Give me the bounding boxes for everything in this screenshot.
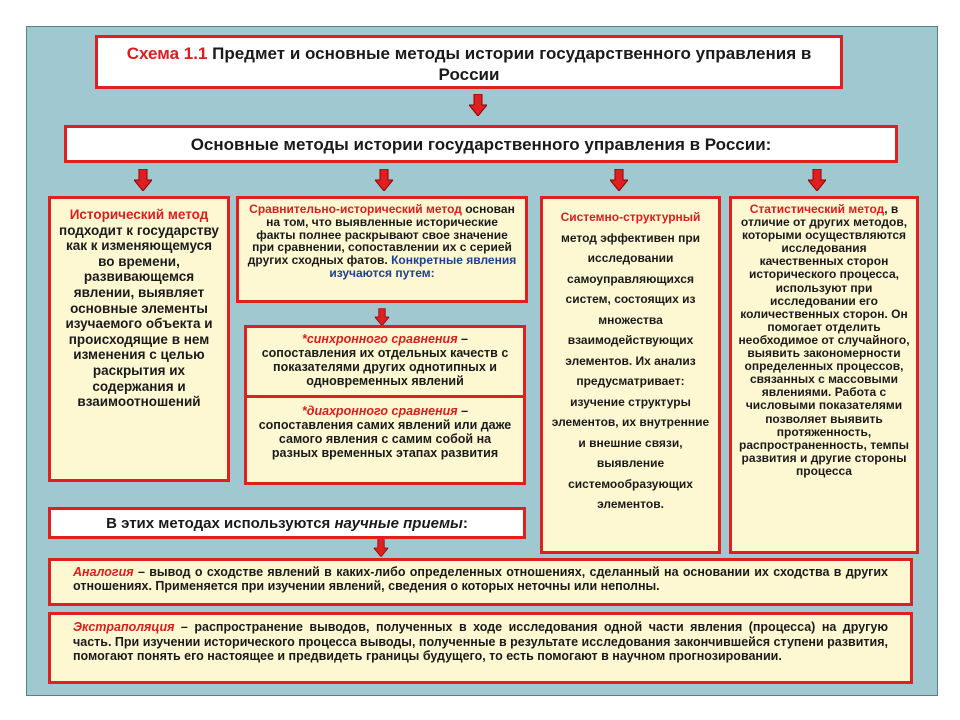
diachronous-lead: *диахронного сравнения [301,404,458,418]
extrapolation-lead: Экстраполяция [73,620,175,634]
synchronous-text: – сопоставления их отдельных качеств с п… [261,332,509,388]
comparative-method-tail: Конкретные явления изучаются путем: [329,253,517,280]
arrow-down-icon [134,169,152,191]
title-box: Схема 1.1 Предмет и основные методы исто… [95,35,843,89]
techniques-box: В этих методах используются научные прие… [48,507,526,539]
techniques-emph: научные приемы [334,515,463,532]
extrapolation-text: – распространение выводов, полученных в … [73,620,888,663]
arrow-down-icon [374,308,390,326]
comparative-method-box: Сравнительно-исторический метод основан … [236,196,528,303]
techniques-suffix: : [462,515,468,532]
historical-method-text: подходит к государству как к изменяющему… [59,222,219,410]
historical-method-lead: Исторический метод [69,207,209,222]
comparative-method-text: основан на том, что выявленные историчес… [247,202,515,268]
analogy-lead: Аналогия [73,565,134,579]
arrow-down-icon [610,169,628,191]
historical-method-box: Исторический метод подходит к государств… [48,196,230,482]
techniques-prefix: В этих методах используются [106,515,335,532]
arrow-down-icon [373,539,389,557]
title-text: Предмет и основные методы истории госуда… [207,44,812,84]
analogy-box: Аналогия – вывод о сходстве явлений в ка… [48,558,913,606]
comparison-types-box: *синхронного сравнения – сопоставления и… [244,325,526,485]
statistical-method-text: , в отличие от других методов, которыми … [738,202,910,478]
statistical-method-box: Статистический метод, в отличие от други… [729,196,919,554]
systemic-method-lead: Системно-структурный [560,210,701,224]
comparative-method-lead: Сравнительно-исторический метод [249,202,462,216]
synchronous-comparison: *синхронного сравнения – сопоставления и… [247,328,523,398]
title-label: Схема 1.1 [126,44,208,63]
systemic-method-text: метод эффективен при исследовании самоуп… [551,230,710,512]
extrapolation-box: Экстраполяция – распространение выводов,… [48,612,913,684]
analogy-text: – вывод о сходстве явлений в каких-либо … [73,565,888,593]
arrow-down-icon [375,169,393,191]
arrow-down-icon [808,169,826,191]
statistical-method-lead: Статистический метод [749,202,885,216]
methods-header-text: Основные методы истории государственного… [190,135,772,154]
synchronous-lead: *синхронного сравнения [301,332,458,346]
arrow-down-icon [469,94,487,116]
methods-header-box: Основные методы истории государственного… [64,125,898,163]
diachronous-text: – сопоставления самих явлений или даже с… [258,404,512,460]
systemic-method-box: Системно-структурный метод эффективен пр… [540,196,721,554]
diachronous-comparison: *диахронного сравнения – сопоставления с… [247,398,523,466]
